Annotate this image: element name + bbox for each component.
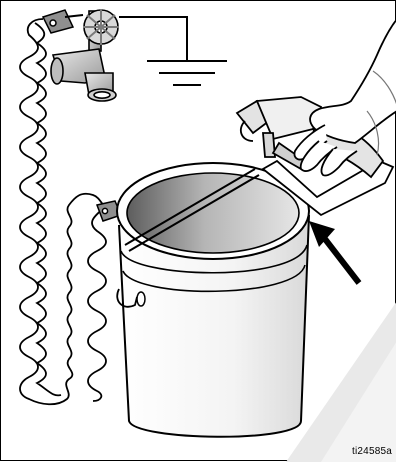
figure-id-label: ti24585a — [352, 446, 392, 457]
ground-symbol-icon — [119, 17, 227, 85]
hand-icon — [294, 19, 396, 176]
ground-clamp-icon — [43, 10, 83, 33]
metal-bucket-icon — [117, 163, 309, 437]
arrow-icon — [309, 221, 359, 283]
ground-wire-right-coil — [88, 207, 106, 401]
